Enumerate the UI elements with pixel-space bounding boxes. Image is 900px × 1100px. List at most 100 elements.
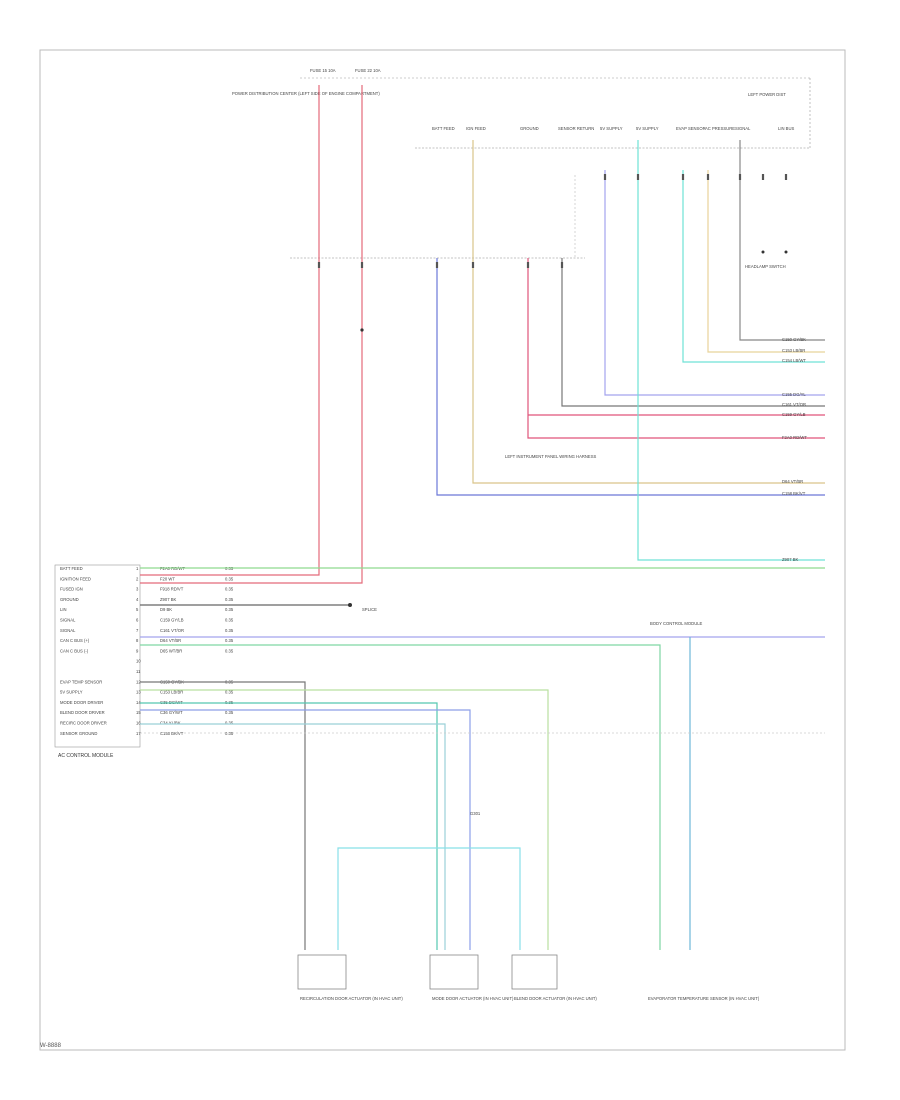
module-pin-circuit: C153 LB/BR bbox=[160, 690, 183, 695]
switch-dot-2 bbox=[784, 250, 788, 254]
wire-cyan-long bbox=[637, 140, 825, 561]
module-pin-number: 17 bbox=[136, 731, 141, 736]
footer-code: W-8888 bbox=[40, 1043, 61, 1049]
top-connector-labels: BATT FEED IGN FEED GROUND SENSOR RETURN 5V S… bbox=[432, 126, 794, 131]
right-wire-label: C158 BK/VT bbox=[782, 491, 806, 496]
module-pin-number: 6 bbox=[136, 618, 139, 623]
bottom-devices: RECIRCULATION DOOR ACTUATOR (IN HVAC UNI… bbox=[297, 954, 760, 1001]
module-pin-label: FUSED IGN bbox=[60, 587, 83, 592]
top-connector-label: LIN BUS bbox=[778, 126, 794, 131]
device-box-recirc bbox=[297, 954, 347, 990]
module-pin-number: 9 bbox=[136, 648, 139, 653]
device-label-evap: EVAPORATOR TEMPERATURE SENSOR (IN HVAC U… bbox=[648, 996, 760, 1001]
top-left-note: POWER DISTRIBUTION CENTER (LEFT SIDE OF … bbox=[232, 91, 380, 96]
module-pin-circuit: D64 VT/BR bbox=[160, 638, 181, 643]
device-box-blend bbox=[511, 954, 558, 990]
module-box bbox=[54, 564, 141, 748]
wire-evap-temp bbox=[140, 681, 306, 950]
wire-gray-ground bbox=[561, 258, 825, 407]
module-pin-number: 7 bbox=[136, 628, 139, 633]
module-pin-number: 4 bbox=[136, 597, 139, 602]
module-pin-number: 11 bbox=[136, 669, 141, 674]
right-wire-label: C150 GY/BK bbox=[782, 337, 806, 342]
module-pin-label: CAN C BUS (+) bbox=[60, 638, 90, 643]
module-pin-label: BLEND DOOR DRIVER bbox=[60, 710, 105, 715]
fuse-label-1: FUSE 15 10A bbox=[310, 68, 336, 73]
device-box-mode bbox=[429, 954, 479, 990]
module-pin-circuit: C158 BK/VT bbox=[160, 731, 184, 736]
module-pin-label: MODE DOOR DRIVER bbox=[60, 700, 103, 705]
module-pin-size: 0.35 bbox=[225, 648, 234, 653]
module-pin-number: 16 bbox=[136, 721, 141, 726]
module-pin-size: 0.35 bbox=[225, 597, 234, 602]
wire-cyan-short bbox=[682, 170, 825, 363]
wire-blend-door bbox=[140, 709, 471, 950]
wire-ign-feed bbox=[140, 85, 363, 584]
module-pin-circuit: Z907 BK bbox=[160, 597, 177, 602]
wire-5v-supply bbox=[140, 689, 549, 950]
module-name: AC CONTROL MODULE bbox=[58, 753, 114, 759]
top-connector-label: SIGNAL bbox=[735, 126, 751, 131]
mid-note-3: BODY CONTROL MODULE bbox=[650, 621, 703, 626]
module-pin-number: 15 bbox=[136, 710, 141, 715]
top-connector-label: SENSOR RETURN bbox=[558, 126, 594, 131]
module-pin-number: 5 bbox=[136, 607, 139, 612]
right-wire-label: Z907 BK bbox=[782, 557, 799, 562]
wire-red-sensor bbox=[527, 258, 825, 439]
module-pin-circuit: D9 BK bbox=[160, 607, 172, 612]
module-pin-label: GROUND bbox=[60, 597, 79, 602]
module-pin-number: 13 bbox=[136, 690, 141, 695]
top-connector-label: EVAP SENSOR bbox=[676, 126, 706, 131]
module-pin-size: 0.35 bbox=[225, 690, 234, 695]
right-wire-label: C159 GY/LB bbox=[782, 412, 806, 417]
right-wire-label: C155 DG/YL bbox=[782, 392, 806, 397]
right-wire-label: C161 VT/OR bbox=[782, 402, 806, 407]
splice-dot-ign bbox=[360, 328, 364, 332]
module-pin-label: 5V SUPPLY bbox=[60, 690, 83, 695]
top-connector-label: BATT FEED bbox=[432, 126, 455, 131]
top-connector-label: 5V SUPPLY bbox=[600, 126, 623, 131]
top-connector-label: GROUND bbox=[520, 126, 539, 131]
module-pin-label: CAN C BUS (-) bbox=[60, 648, 89, 653]
module-pin-circuit: D65 WT/BR bbox=[160, 648, 182, 653]
module-pin-circuit: C36 GY/WT bbox=[160, 710, 183, 715]
module-pin-size: 0.35 bbox=[225, 638, 234, 643]
wire-yellow-short bbox=[707, 170, 825, 353]
wires bbox=[140, 85, 825, 950]
module-pin-label: EVAP TEMP SENSOR bbox=[60, 679, 102, 684]
module-pin-number: 14 bbox=[136, 700, 141, 705]
right-wire-label: D64 VT/BR bbox=[782, 479, 803, 484]
wire-yellow-signal bbox=[472, 140, 825, 484]
module-pin-size: 0.35 bbox=[225, 618, 234, 623]
device-label-mode: MODE DOOR ACTUATOR (IN HVAC UNIT) bbox=[432, 996, 514, 1001]
module-pin-label: SIGNAL bbox=[60, 618, 76, 623]
fuse-label-2: FUSE 22 10A bbox=[355, 68, 381, 73]
module-pin-number: 8 bbox=[136, 638, 139, 643]
splice-dot bbox=[348, 603, 352, 607]
module-pin-label: SIGNAL bbox=[60, 628, 76, 633]
top-connector-label: IGN FEED bbox=[466, 126, 486, 131]
wire-blue-lin bbox=[436, 258, 825, 496]
right-wire-label: C154 LB/WT bbox=[782, 358, 806, 363]
module-pin-number: 12 bbox=[136, 679, 141, 684]
module-pin-size: 0.35 bbox=[225, 607, 234, 612]
mid-note-1: LEFT INSTRUMENT PANEL WIRING HARNESS bbox=[505, 454, 596, 459]
module-pin-number: 3 bbox=[136, 587, 139, 592]
top-connector-label: AC PRESSURE bbox=[705, 126, 735, 131]
module-pin-size: 0.35 bbox=[225, 628, 234, 633]
module-pin-label: IGNITION FEED bbox=[60, 576, 91, 581]
module-pin-circuit: F918 RD/VT bbox=[160, 587, 184, 592]
module-pin-circuit: F20 WT bbox=[160, 576, 175, 581]
ground-label: G301 bbox=[470, 811, 481, 816]
wire-sensor-ground bbox=[337, 847, 521, 950]
wire-gray-right bbox=[739, 140, 825, 341]
module-pin-size: 0.35 bbox=[225, 721, 234, 726]
wire-mode-door bbox=[140, 702, 438, 950]
wire-batt-feed bbox=[140, 85, 320, 576]
mid-note-2: HEADLAMP SWITCH bbox=[745, 264, 786, 269]
module-pin-label: SENSOR GROUND bbox=[60, 731, 97, 736]
module-pin-number: 10 bbox=[136, 659, 141, 664]
top-fuse-block-outline bbox=[300, 77, 811, 150]
